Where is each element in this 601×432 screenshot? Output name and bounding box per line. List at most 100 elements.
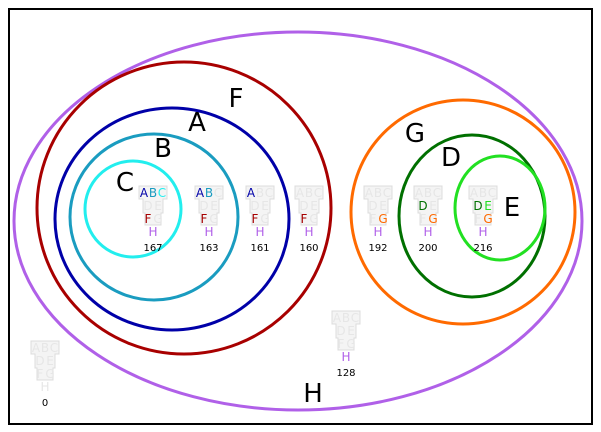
key-letter-c: C bbox=[488, 186, 496, 200]
key-letter-f: F bbox=[475, 212, 482, 226]
region-count: 128 bbox=[336, 368, 355, 379]
key-letter-a: A bbox=[247, 186, 256, 200]
key-letter-e: E bbox=[484, 199, 492, 213]
set-h-outline bbox=[12, 30, 584, 412]
set-label-a: A bbox=[188, 108, 206, 138]
key-letter-e: E bbox=[210, 199, 218, 213]
key-letter-c: C bbox=[351, 311, 359, 325]
key-letter-b: B bbox=[149, 186, 157, 200]
key-letter-a: A bbox=[365, 186, 374, 200]
key-background bbox=[138, 185, 168, 226]
key-letter-a: A bbox=[140, 186, 149, 200]
key-letter-e: E bbox=[154, 199, 162, 213]
key-letter-h: H bbox=[341, 350, 350, 364]
key-letter-g: G bbox=[209, 212, 218, 226]
key-letter-d: D bbox=[418, 199, 427, 213]
key-letter-e: E bbox=[379, 199, 387, 213]
key-letter-f: F bbox=[37, 367, 44, 381]
key-letter-g: G bbox=[378, 212, 387, 226]
key-letter-h: H bbox=[255, 225, 264, 239]
region-count: 0 bbox=[42, 398, 48, 409]
key-letter-b: B bbox=[342, 311, 350, 325]
set-label-c: C bbox=[116, 168, 134, 198]
key-letter-f: F bbox=[338, 337, 345, 351]
set-label-e: E bbox=[504, 193, 520, 223]
key-letter-g: G bbox=[260, 212, 269, 226]
set-label-b: B bbox=[154, 134, 172, 164]
key-letter-e: E bbox=[347, 324, 355, 338]
key-letter-e: E bbox=[429, 199, 437, 213]
set-label-h: H bbox=[303, 379, 323, 409]
key-letter-c: C bbox=[314, 186, 322, 200]
key-letter-d: D bbox=[199, 199, 208, 213]
key-letter-c: C bbox=[158, 186, 166, 200]
key-letter-g: G bbox=[483, 212, 492, 226]
region-count: 216 bbox=[473, 243, 492, 254]
key-letter-b: B bbox=[205, 186, 213, 200]
key-letter-f: F bbox=[201, 212, 208, 226]
key-letter-b: B bbox=[424, 186, 432, 200]
key-letter-h: H bbox=[423, 225, 432, 239]
key-letter-c: C bbox=[214, 186, 222, 200]
key-background bbox=[294, 185, 324, 226]
set-a-outline bbox=[53, 106, 291, 332]
key-letter-h: H bbox=[478, 225, 487, 239]
key-letter-a: A bbox=[296, 186, 305, 200]
set-label-d: D bbox=[441, 143, 461, 173]
key-letter-d: D bbox=[299, 199, 308, 213]
key-letter-c: C bbox=[50, 341, 58, 355]
set-e-outline bbox=[453, 154, 547, 262]
region-count: 200 bbox=[418, 243, 437, 254]
key-letter-h: H bbox=[40, 380, 49, 394]
key-background bbox=[194, 185, 224, 226]
key-letter-e: E bbox=[261, 199, 269, 213]
key-letter-e: E bbox=[46, 354, 54, 368]
set-c-outline bbox=[83, 159, 183, 259]
key-letter-c: C bbox=[265, 186, 273, 200]
key-letter-a: A bbox=[333, 311, 342, 325]
key-background bbox=[468, 185, 498, 226]
key-letter-d: D bbox=[250, 199, 259, 213]
key-background bbox=[331, 310, 361, 351]
key-letter-f: F bbox=[252, 212, 259, 226]
key-letter-d: D bbox=[35, 354, 44, 368]
key-letter-b: B bbox=[374, 186, 382, 200]
key-letter-e: E bbox=[310, 199, 318, 213]
region-count: 163 bbox=[199, 243, 218, 254]
set-label-f: F bbox=[229, 84, 244, 114]
key-letter-h: H bbox=[304, 225, 313, 239]
key-letter-h: H bbox=[204, 225, 213, 239]
key-letter-a: A bbox=[196, 186, 205, 200]
key-letter-a: A bbox=[415, 186, 424, 200]
key-letter-g: G bbox=[428, 212, 437, 226]
region-count: 161 bbox=[250, 243, 269, 254]
set-f-outline bbox=[35, 60, 333, 356]
key-letter-g: G bbox=[309, 212, 318, 226]
key-letter-g: G bbox=[45, 367, 54, 381]
key-letter-c: C bbox=[433, 186, 441, 200]
key-letter-d: D bbox=[143, 199, 152, 213]
key-letter-f: F bbox=[420, 212, 427, 226]
key-background bbox=[245, 185, 275, 226]
key-background bbox=[413, 185, 443, 226]
key-letter-b: B bbox=[305, 186, 313, 200]
key-letter-f: F bbox=[370, 212, 377, 226]
region-count: 167 bbox=[143, 243, 162, 254]
key-letter-b: B bbox=[41, 341, 49, 355]
set-g-outline bbox=[349, 98, 577, 326]
region-count: 192 bbox=[368, 243, 387, 254]
key-letter-d: D bbox=[336, 324, 345, 338]
region-count: 160 bbox=[299, 243, 318, 254]
set-b-outline bbox=[68, 132, 240, 302]
key-letter-a: A bbox=[32, 341, 41, 355]
key-letter-b: B bbox=[256, 186, 264, 200]
key-background bbox=[30, 340, 60, 381]
